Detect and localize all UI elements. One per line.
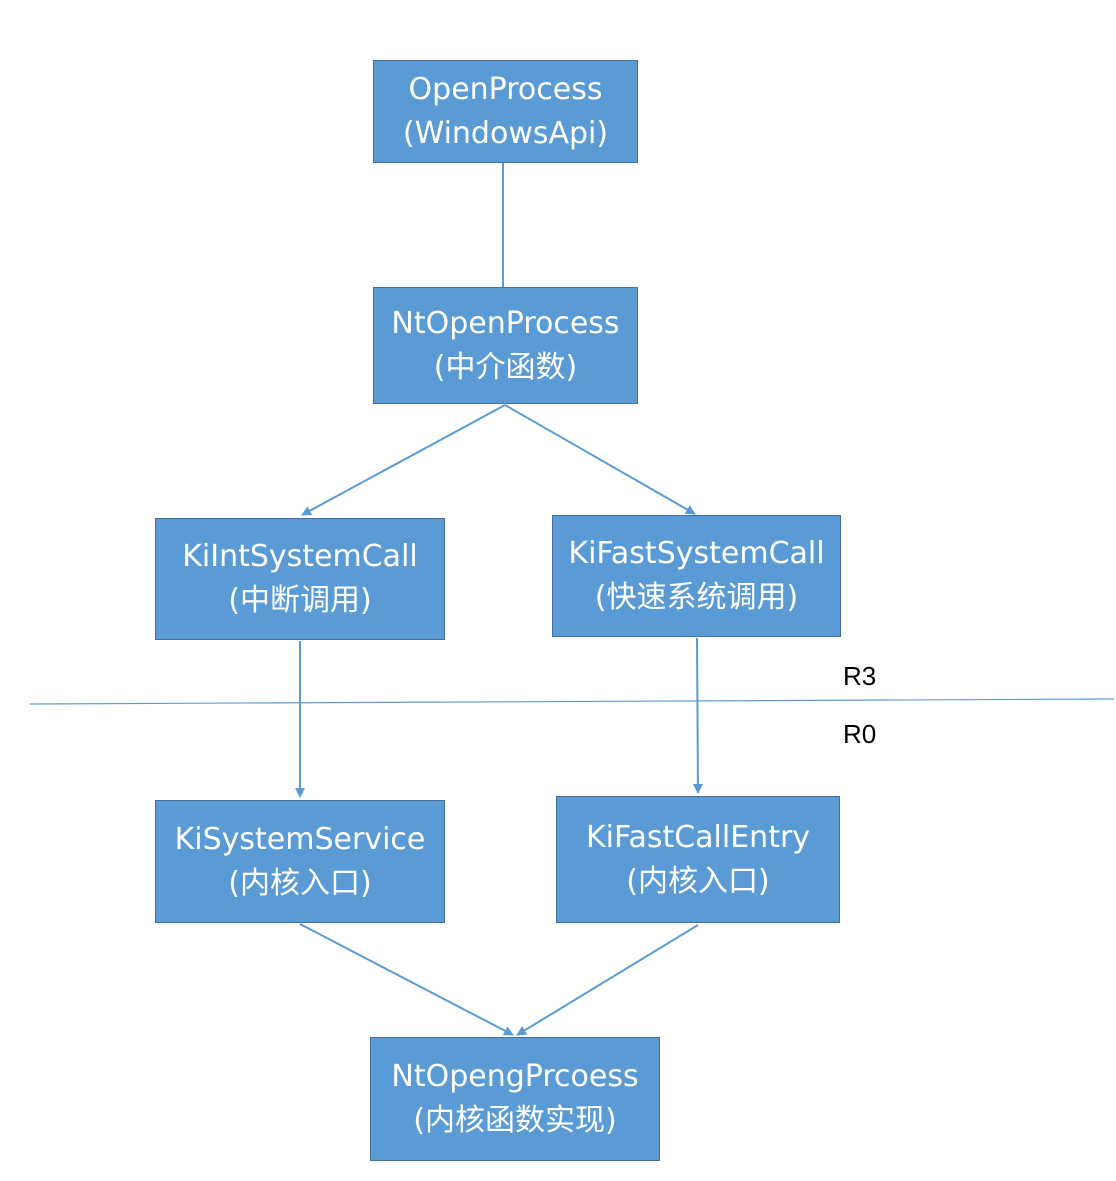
arrow-ntopenprocess-to-kifastsystemcall: [504, 404, 696, 515]
arrow-ntopenprocess-to-kiintsystemcall: [301, 404, 506, 516]
ring0-label: R0: [843, 719, 877, 749]
node-kifastcallentry-name: KiFastCallEntry: [585, 819, 811, 855]
node-kifastcallentry: KiFastCallEntry (内核入口): [556, 796, 840, 923]
node-ntopengprcoess: NtOpengPrcoess (内核函数实现): [370, 1037, 660, 1161]
node-openprocess-name: OpenProcess: [408, 71, 603, 107]
arrow-kifastsystemcall-to-kifastcallentry: [692, 637, 703, 794]
node-kisystemservice-name: KiSystemService: [174, 821, 426, 857]
node-kifastsystemcall-name: KiFastSystemCall: [568, 536, 825, 571]
node-kiintsystemcall: KiIntSystemCall (中断调用): [155, 518, 445, 640]
node-ntopenprocess-desc: (中介函数): [433, 349, 578, 385]
node-openprocess: OpenProcess (WindowsApi): [373, 60, 638, 163]
node-kifastsystemcall: KiFastSystemCall (快速系统调用): [552, 515, 841, 637]
node-ntopengprcoess-name: NtOpengPrcoess: [391, 1059, 639, 1094]
node-openprocess-desc: (WindowsApi): [402, 115, 609, 151]
node-kiintsystemcall-desc: (中断调用): [228, 583, 372, 618]
ring3-label: R3: [843, 661, 877, 691]
node-kifastcallentry-desc: (内核入口): [626, 863, 770, 899]
node-kisystemservice: KiSystemService (内核入口): [155, 800, 445, 923]
ring-boundary-line: [29, 698, 1115, 705]
node-ntopengprcoess-desc: (内核函数实现): [413, 1103, 617, 1138]
node-ntopenprocess-name: NtOpenProcess: [391, 305, 620, 341]
arrow-kisystemservice-to-ntopengprcoess: [299, 923, 514, 1036]
arrow-kifastcallentry-to-ntopengprcoess: [516, 924, 699, 1036]
node-kifastsystemcall-desc: (快速系统调用): [594, 580, 799, 615]
node-ntopenprocess: NtOpenProcess (中介函数): [373, 287, 638, 404]
node-kiintsystemcall-name: KiIntSystemCall: [182, 539, 418, 574]
node-kisystemservice-desc: (内核入口): [228, 865, 372, 901]
